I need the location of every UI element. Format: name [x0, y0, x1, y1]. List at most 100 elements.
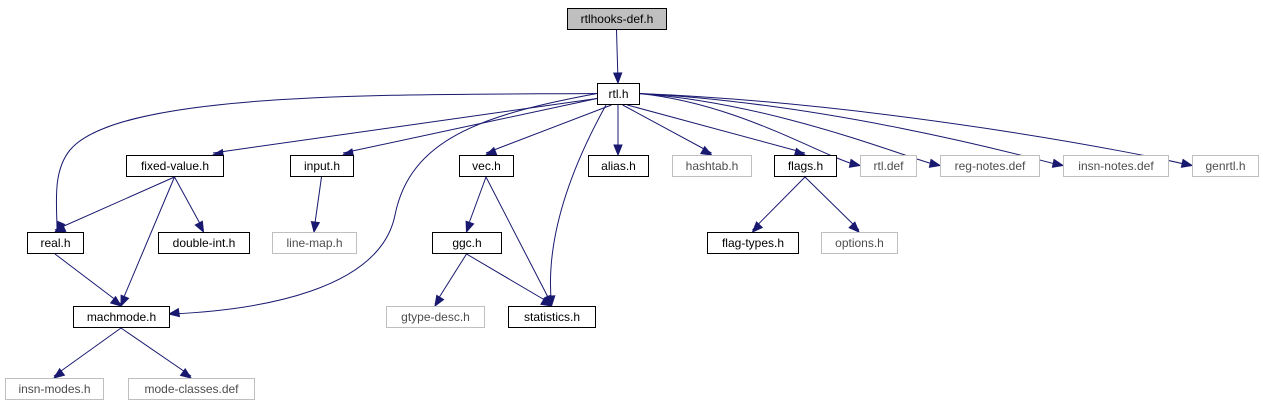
node-box	[860, 155, 917, 177]
edge-line	[550, 104, 607, 305]
node-rtl-def[interactable]: rtl.def	[860, 155, 917, 177]
node-gtype-desc[interactable]: gtype-desc.h	[386, 306, 485, 328]
edge-line	[53, 327, 122, 377]
node-alias[interactable]: alias.h	[588, 155, 649, 177]
edge-fixed-value-to-real	[53, 176, 175, 233]
arrow-head-icon	[612, 72, 623, 85]
arrow-head-icon	[848, 158, 862, 168]
node-label: input.h	[304, 159, 340, 173]
node-box	[940, 155, 1040, 177]
arrow-head-icon	[53, 223, 67, 233]
edge-fixed-value-to-machmode	[120, 176, 175, 308]
edge-machmode-to-mode-classes	[120, 327, 193, 379]
edge-line	[170, 93, 598, 315]
edge-flags-to-options	[804, 176, 860, 233]
node-box	[158, 232, 250, 254]
node-label: mode-classes.def	[144, 382, 239, 396]
node-hashtab[interactable]: hashtab.h	[672, 155, 752, 177]
node-reg-notes[interactable]: reg-notes.def	[940, 155, 1040, 177]
node-mode-classes[interactable]: mode-classes.def	[128, 378, 255, 400]
arrow-head-icon	[484, 146, 498, 156]
edge-line	[616, 29, 619, 82]
edge-real-to-machmode	[54, 253, 123, 307]
edge-line	[485, 176, 552, 305]
edge-line	[174, 176, 204, 231]
edge-rtl-to-rtl-def	[638, 93, 862, 168]
node-label: ggc.h	[452, 236, 481, 250]
edge-rtl-to-reg-notes	[638, 93, 942, 168]
node-label: double-int.h	[173, 236, 236, 250]
node-insn-notes[interactable]: insn-notes.def	[1063, 155, 1169, 177]
node-box	[272, 232, 357, 254]
nodes-layer: rtlhooks-def.h rtl.h fixed-value.h input.h v…	[5, 8, 1259, 400]
node-label: insn-notes.def	[1078, 159, 1154, 173]
edge-rtl-to-fixed-value	[211, 98, 598, 159]
arrow-head-icon	[120, 294, 130, 308]
edge-line	[120, 176, 175, 305]
edge-machmode-to-insn-modes	[52, 327, 122, 379]
arrow-head-icon	[613, 144, 623, 157]
arrow-head-icon	[540, 296, 553, 307]
node-statistics[interactable]: statistics.h	[508, 306, 596, 328]
edge-line	[54, 253, 122, 305]
edge-line	[638, 93, 859, 166]
node-label: line-map.h	[286, 236, 342, 250]
arrow-head-icon	[179, 368, 193, 379]
node-flag-types[interactable]: flag-types.h	[707, 232, 799, 254]
edge-line	[342, 98, 598, 154]
node-label: reg-notes.def	[955, 159, 1026, 173]
arrow-head-icon	[465, 220, 475, 234]
node-real[interactable]: real.h	[27, 232, 84, 254]
node-label: gtype-desc.h	[401, 310, 470, 324]
arrow-head-icon	[928, 158, 942, 168]
node-insn-modes[interactable]: insn-modes.h	[5, 378, 104, 400]
node-genrtl[interactable]: genrtl.h	[1192, 155, 1259, 177]
arrow-head-icon	[848, 221, 860, 233]
edge-line	[804, 176, 860, 231]
node-box	[707, 232, 799, 254]
node-ggc[interactable]: ggc.h	[432, 232, 502, 254]
node-box	[774, 155, 837, 177]
node-box	[1192, 155, 1259, 177]
edge-input-to-line-map	[310, 176, 322, 234]
arrow-head-icon	[109, 295, 123, 307]
edges-layer	[52, 29, 1194, 379]
edge-rtl-to-flags	[627, 104, 807, 157]
node-box	[126, 155, 224, 177]
edge-line	[313, 176, 322, 231]
node-box	[1063, 155, 1169, 177]
edge-flags-to-flag-types	[751, 176, 806, 233]
arrow-head-icon	[434, 294, 445, 308]
edge-line	[622, 104, 712, 154]
edge-line	[54, 176, 175, 231]
node-label: real.h	[40, 236, 70, 250]
node-label: hashtab.h	[686, 159, 739, 173]
edge-rtl-to-machmode	[167, 93, 598, 318]
edge-line	[638, 93, 939, 166]
edge-vec-to-ggc	[465, 176, 487, 234]
node-rtlhooks-def[interactable]: rtlhooks-def.h	[567, 8, 667, 30]
node-label: insn-modes.h	[18, 382, 90, 396]
edge-line	[212, 98, 598, 154]
node-box	[567, 8, 667, 30]
node-box	[128, 378, 255, 400]
node-fixed-value[interactable]: fixed-value.h	[126, 155, 224, 177]
arrow-head-icon	[1051, 158, 1065, 168]
node-machmode[interactable]: machmode.h	[73, 306, 170, 328]
node-box	[73, 306, 170, 328]
edge-rtl-to-statistics	[546, 104, 607, 308]
node-options[interactable]: options.h	[821, 232, 898, 254]
node-box	[597, 83, 640, 105]
node-rtl[interactable]: rtl.h	[597, 83, 640, 105]
arrow-head-icon	[194, 220, 205, 234]
node-flags[interactable]: flags.h	[774, 155, 837, 177]
node-label: flag-types.h	[722, 236, 784, 250]
node-label: rtl.def	[873, 159, 904, 173]
node-line-map[interactable]: line-map.h	[272, 232, 357, 254]
arrow-head-icon	[751, 221, 764, 233]
edge-line	[466, 176, 487, 231]
edge-fixed-value-to-double-int	[174, 176, 205, 234]
node-double-int[interactable]: double-int.h	[158, 232, 250, 254]
node-input[interactable]: input.h	[290, 155, 354, 177]
node-vec[interactable]: vec.h	[459, 155, 514, 177]
